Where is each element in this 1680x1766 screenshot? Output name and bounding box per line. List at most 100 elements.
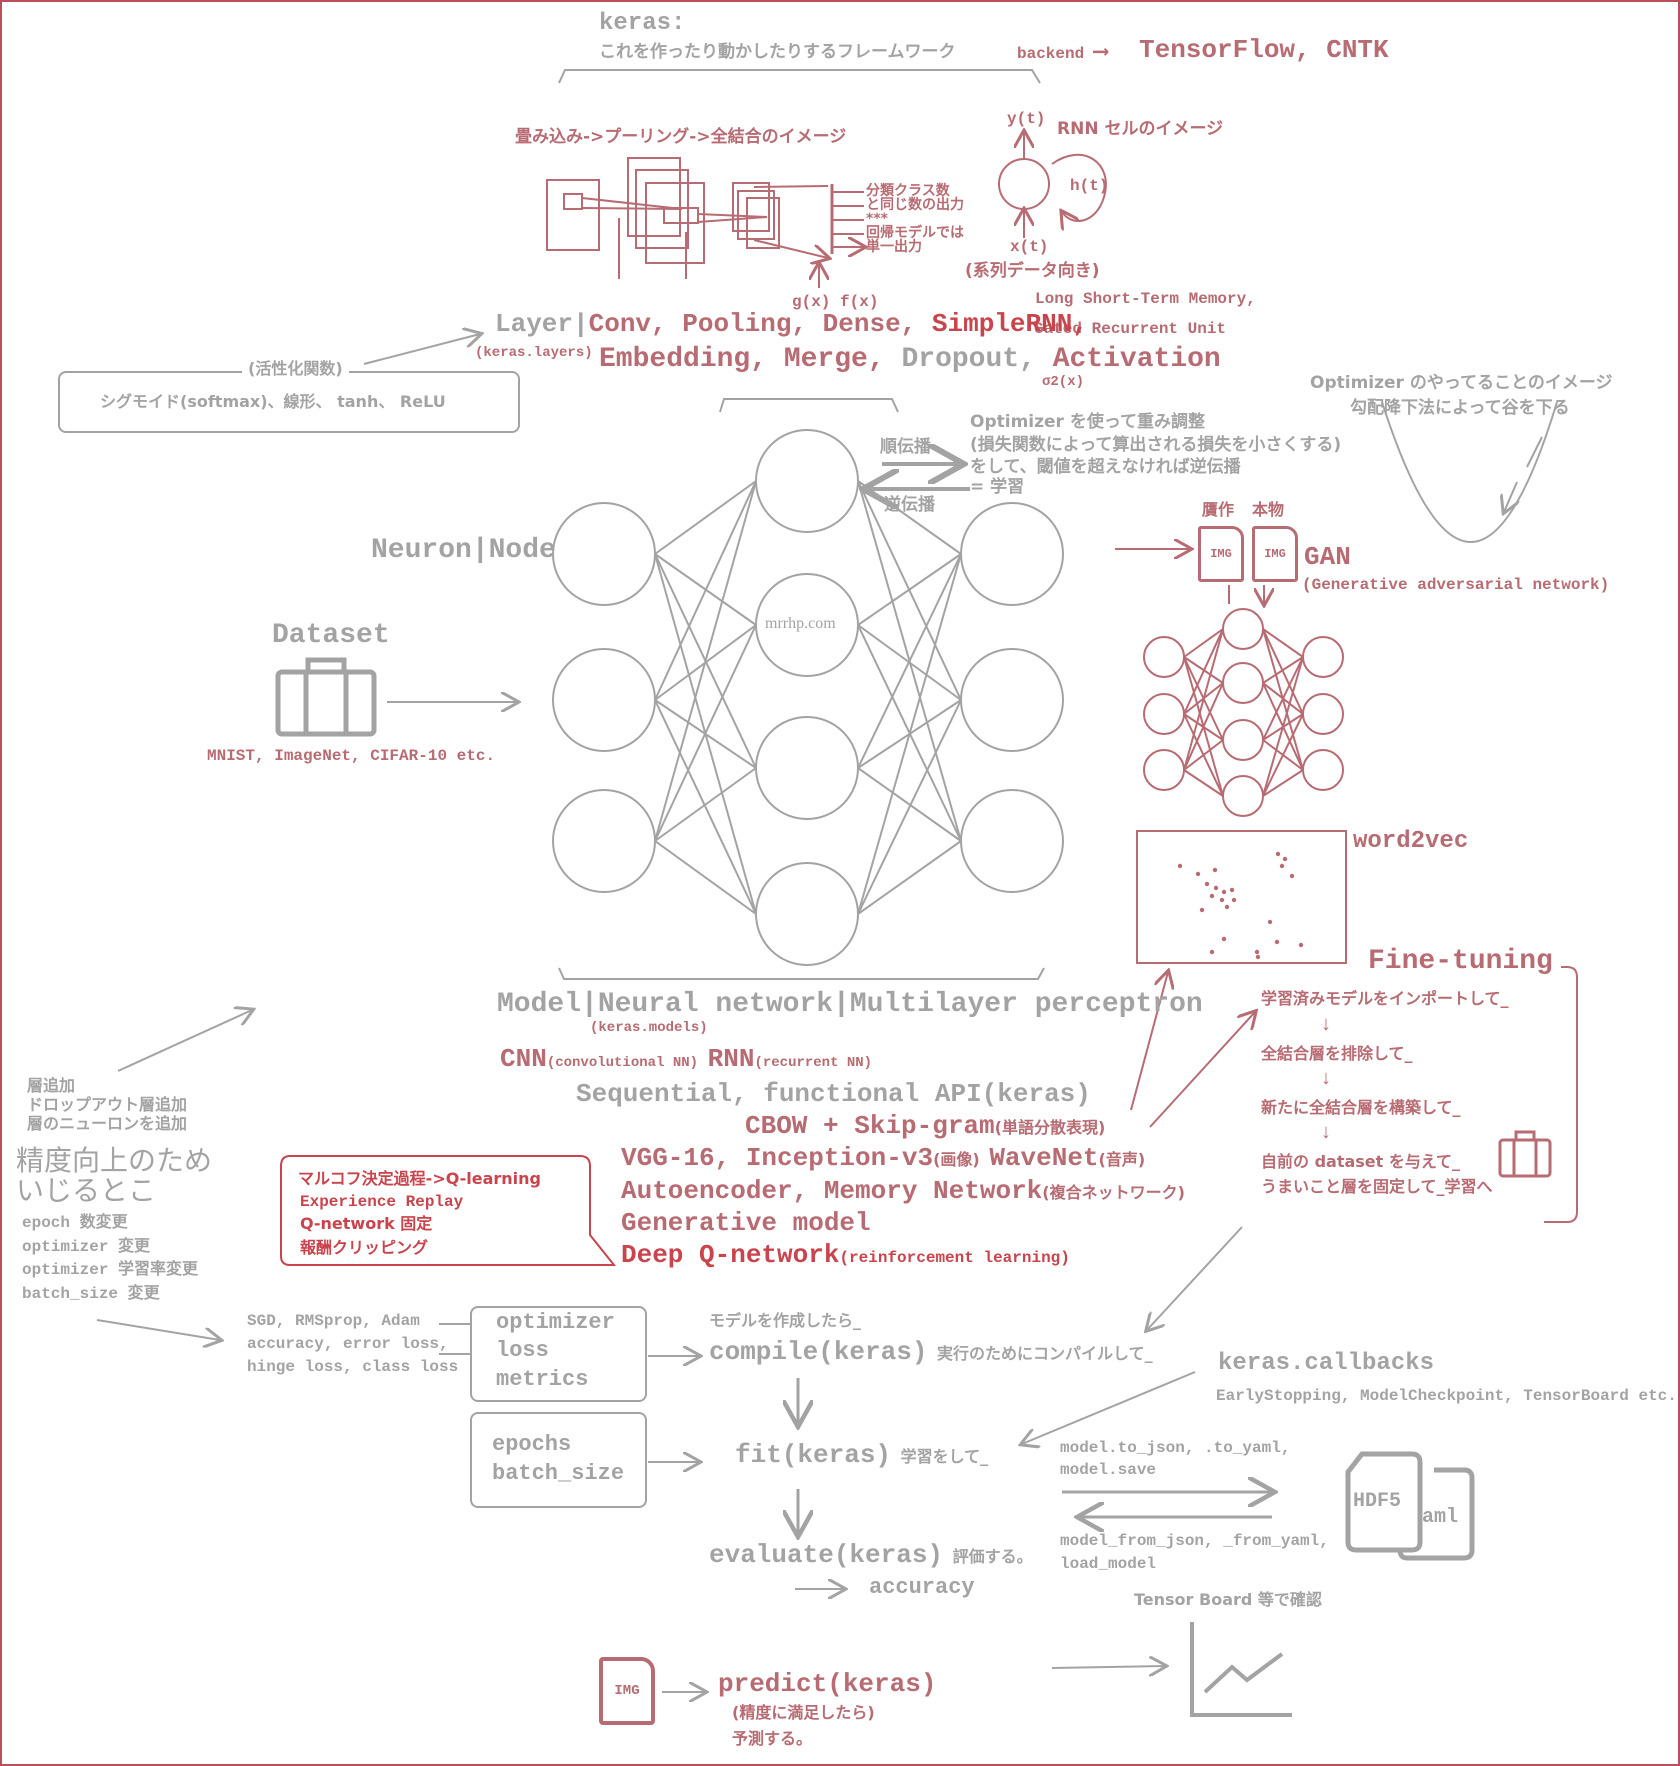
rnn-h: h(t) xyxy=(1070,177,1109,195)
backend-label: backend xyxy=(1017,45,1085,63)
evaluate-note: 評価する。 xyxy=(952,1547,1033,1566)
word2vec-point xyxy=(1204,881,1210,887)
network-edge xyxy=(654,767,757,842)
simplernn-label: SimpleRNN, xyxy=(931,309,1088,339)
neuron-node xyxy=(1222,662,1264,704)
fit-label: fit(keras) xyxy=(735,1440,892,1470)
network-edge xyxy=(857,480,962,555)
gru-label: Gated Recurrent Unit xyxy=(1034,320,1227,338)
rnn-y: y(t) xyxy=(1007,110,1046,128)
network-edge xyxy=(1183,628,1224,771)
cnn-output-text: *** xyxy=(866,211,888,227)
neuron-node xyxy=(960,502,1064,606)
word2vec-point xyxy=(1177,863,1183,869)
autoencoder-note: (複合ネットワーク) xyxy=(1042,1183,1185,1202)
backend-value: TensorFlow, CNTK xyxy=(1139,35,1389,65)
keras-title: keras: xyxy=(599,10,686,37)
predict-note1: (精度に満足したら) xyxy=(732,1703,875,1722)
neuron-node xyxy=(1222,719,1264,761)
loss-options-2: hinge loss, class loss xyxy=(247,1358,459,1376)
load-line1: model_from_json, _from_yaml, xyxy=(1060,1532,1329,1550)
neuron-label: Neuron|Node xyxy=(371,535,556,566)
word2vec-point xyxy=(1275,851,1281,857)
neuron-node xyxy=(1302,749,1344,791)
word2vec-point xyxy=(1195,871,1201,877)
fine-tuning-step: 自前の dataset を与えて_ xyxy=(1261,1152,1461,1171)
fit-params-box xyxy=(470,1412,647,1508)
word2vec-point xyxy=(1213,885,1219,891)
word2vec-point xyxy=(1254,949,1260,955)
network-edge xyxy=(654,840,757,915)
network-edge xyxy=(1183,682,1224,771)
rnn-full: (recurrent NN) xyxy=(754,1055,873,1071)
backend-arrow-icon: ⟶ xyxy=(1094,40,1108,65)
vgg-label: VGG-16, Inception-v3 xyxy=(621,1143,934,1173)
activation-label: Activation xyxy=(1052,344,1221,375)
neuron-node xyxy=(1302,693,1344,735)
tuning-title-1: 精度向上のため xyxy=(16,1144,213,1177)
dqn-note: (reinforcement learning) xyxy=(839,1249,1070,1267)
optimizer-options: SGD, RMSprop, Adam xyxy=(247,1312,420,1330)
activation-title: (活性化関数) xyxy=(242,359,349,379)
callbacks-title: keras.callbacks xyxy=(1218,1350,1435,1377)
qbox-line4: 報酬クリッピング xyxy=(300,1238,429,1257)
tensorboard-arrow xyxy=(1051,1666,1165,1668)
neuron-node xyxy=(552,648,656,752)
tensorboard-chart-icon xyxy=(1190,1622,1292,1717)
fine-tuning-step: 学習済みモデルをインポートして_ xyxy=(1261,989,1509,1008)
word2vec-plot xyxy=(1136,830,1347,964)
word2vec-point xyxy=(1209,893,1215,899)
wavenet-label: WaveNet xyxy=(989,1143,1099,1173)
word2vec-point xyxy=(1274,939,1280,945)
word2vec-point xyxy=(1219,897,1225,903)
network-edge xyxy=(1262,769,1304,797)
params-arrow xyxy=(96,1319,220,1340)
qbox-line3: Q-network 固定 xyxy=(300,1214,433,1233)
fine-tuning-bracket xyxy=(1544,966,1578,1223)
functions-label: g(x) f(x) xyxy=(792,293,879,311)
network-edge xyxy=(857,767,962,842)
vgg-line: VGG-16, Inception-v3(画像) WaveNet(音声) xyxy=(621,1143,1145,1174)
network-edge xyxy=(1183,769,1224,797)
qbox-line2: Experience Replay xyxy=(300,1193,464,1211)
qbox-line1: マルコフ決定過程->Q-learning xyxy=(298,1169,542,1188)
cbow-to-word2vec xyxy=(1130,972,1168,1111)
qbox-callout xyxy=(280,1155,617,1266)
tuning-title-2: いじるとこ xyxy=(16,1174,157,1207)
fit-note: 学習をして_ xyxy=(900,1447,989,1466)
network-edge xyxy=(654,480,757,555)
word2vec-point xyxy=(1282,856,1288,862)
cbow-label: CBOW + Skip-gram xyxy=(745,1111,995,1141)
network-edge xyxy=(1183,628,1224,658)
yaml-label: aml xyxy=(1422,1506,1459,1529)
watermark: mrrhp.com xyxy=(765,615,836,632)
neuron-node xyxy=(755,862,859,966)
compile-line: compile(keras) 実行のためにコンパイルして_ xyxy=(709,1337,1153,1368)
layer-items: Embedding, Merge, xyxy=(599,344,885,375)
model-bracket xyxy=(558,967,1045,980)
dataset-suitcase-icon xyxy=(275,669,377,737)
word2vec-title: word2vec xyxy=(1353,828,1469,855)
loss-param: loss xyxy=(496,1338,549,1363)
tuning-arrow xyxy=(117,1010,252,1072)
optimizer-image-line1: Optimizer のやってることのイメージ xyxy=(1310,373,1613,393)
hdf5-label: HDF5 xyxy=(1353,1490,1402,1513)
down-arrow-icon: ↓ xyxy=(1320,1122,1333,1145)
keras-bracket xyxy=(558,69,1041,84)
learning-line4: = 学習 xyxy=(970,477,1025,497)
network-edge xyxy=(654,480,757,842)
autoencoder-label: Autoencoder, Memory Network xyxy=(621,1176,1043,1206)
network-edge xyxy=(857,553,962,769)
network-connections xyxy=(654,480,962,915)
tensorboard-label: Tensor Board 等で確認 xyxy=(1134,1590,1322,1609)
layer-line-2: Embedding, Merge, Dropout, Activation xyxy=(599,344,1221,376)
evaluate-label: evaluate(keras) xyxy=(709,1540,944,1570)
epochs-param: epochs xyxy=(492,1432,572,1457)
neuron-node xyxy=(1222,608,1264,650)
vgg-to-fine-tuning xyxy=(1149,1012,1255,1128)
network-edge xyxy=(1262,656,1304,684)
word2vec-point xyxy=(1224,904,1230,910)
rnn-cell-node xyxy=(998,158,1050,210)
word2vec-point xyxy=(1229,887,1235,893)
